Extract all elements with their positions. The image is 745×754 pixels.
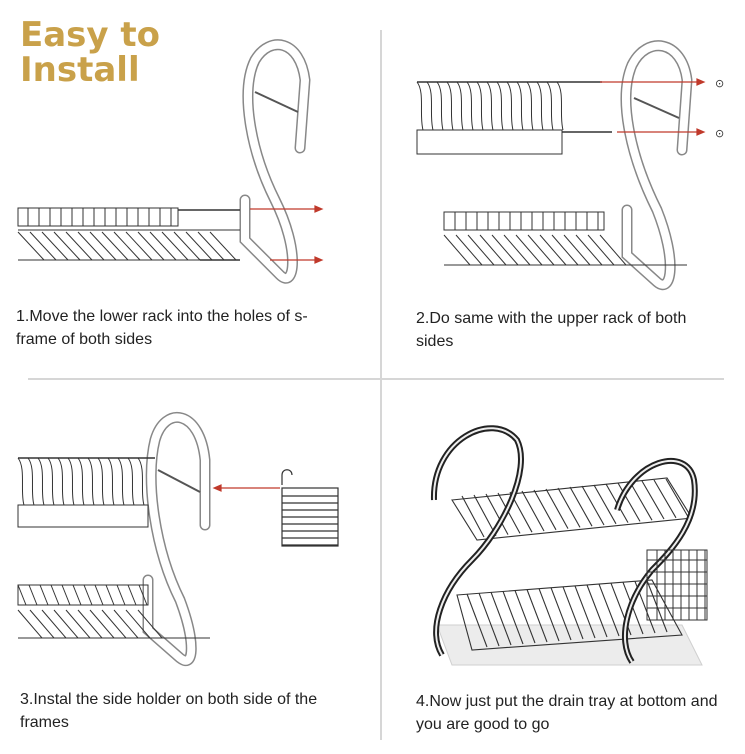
svg-text:⊙: ⊙	[715, 127, 724, 140]
arrow-icon	[250, 205, 324, 264]
dish-rack-icon	[430, 425, 698, 664]
s-frame-icon	[620, 40, 693, 291]
side-holder-icon	[646, 549, 708, 621]
arrow-icon	[212, 484, 280, 492]
upper-rack-icon	[17, 457, 155, 528]
svg-text:⊙: ⊙	[715, 77, 724, 90]
side-holder-icon	[281, 469, 339, 547]
step-4-illustration	[430, 425, 708, 666]
step-2-illustration: ⊙ ⊙	[416, 40, 724, 291]
horizontal-divider	[28, 378, 724, 380]
s-frame-icon	[239, 39, 311, 284]
page-title: Easy to Install	[20, 15, 161, 90]
vertical-divider	[380, 30, 382, 740]
drain-tray-icon	[436, 624, 703, 666]
lower-rack-icon	[443, 211, 687, 266]
step-1-illustration	[17, 39, 324, 284]
step-2-caption: 2.Do same with the upper rack of both si…	[416, 310, 687, 350]
step-3-caption: 3.Instal the side holder on both side of…	[20, 691, 318, 731]
s-frame-icon	[142, 411, 211, 666]
upper-rack-icon	[416, 81, 612, 155]
lower-rack-icon	[17, 207, 240, 261]
step-3-illustration	[17, 411, 339, 666]
step-1-caption: 1.Move the lower rack into the holes of …	[16, 308, 308, 348]
lower-rack-icon	[17, 584, 210, 639]
arrow-icon	[600, 78, 706, 136]
step-4-caption: 4.Now just put the drain tray at bottom …	[416, 693, 718, 733]
